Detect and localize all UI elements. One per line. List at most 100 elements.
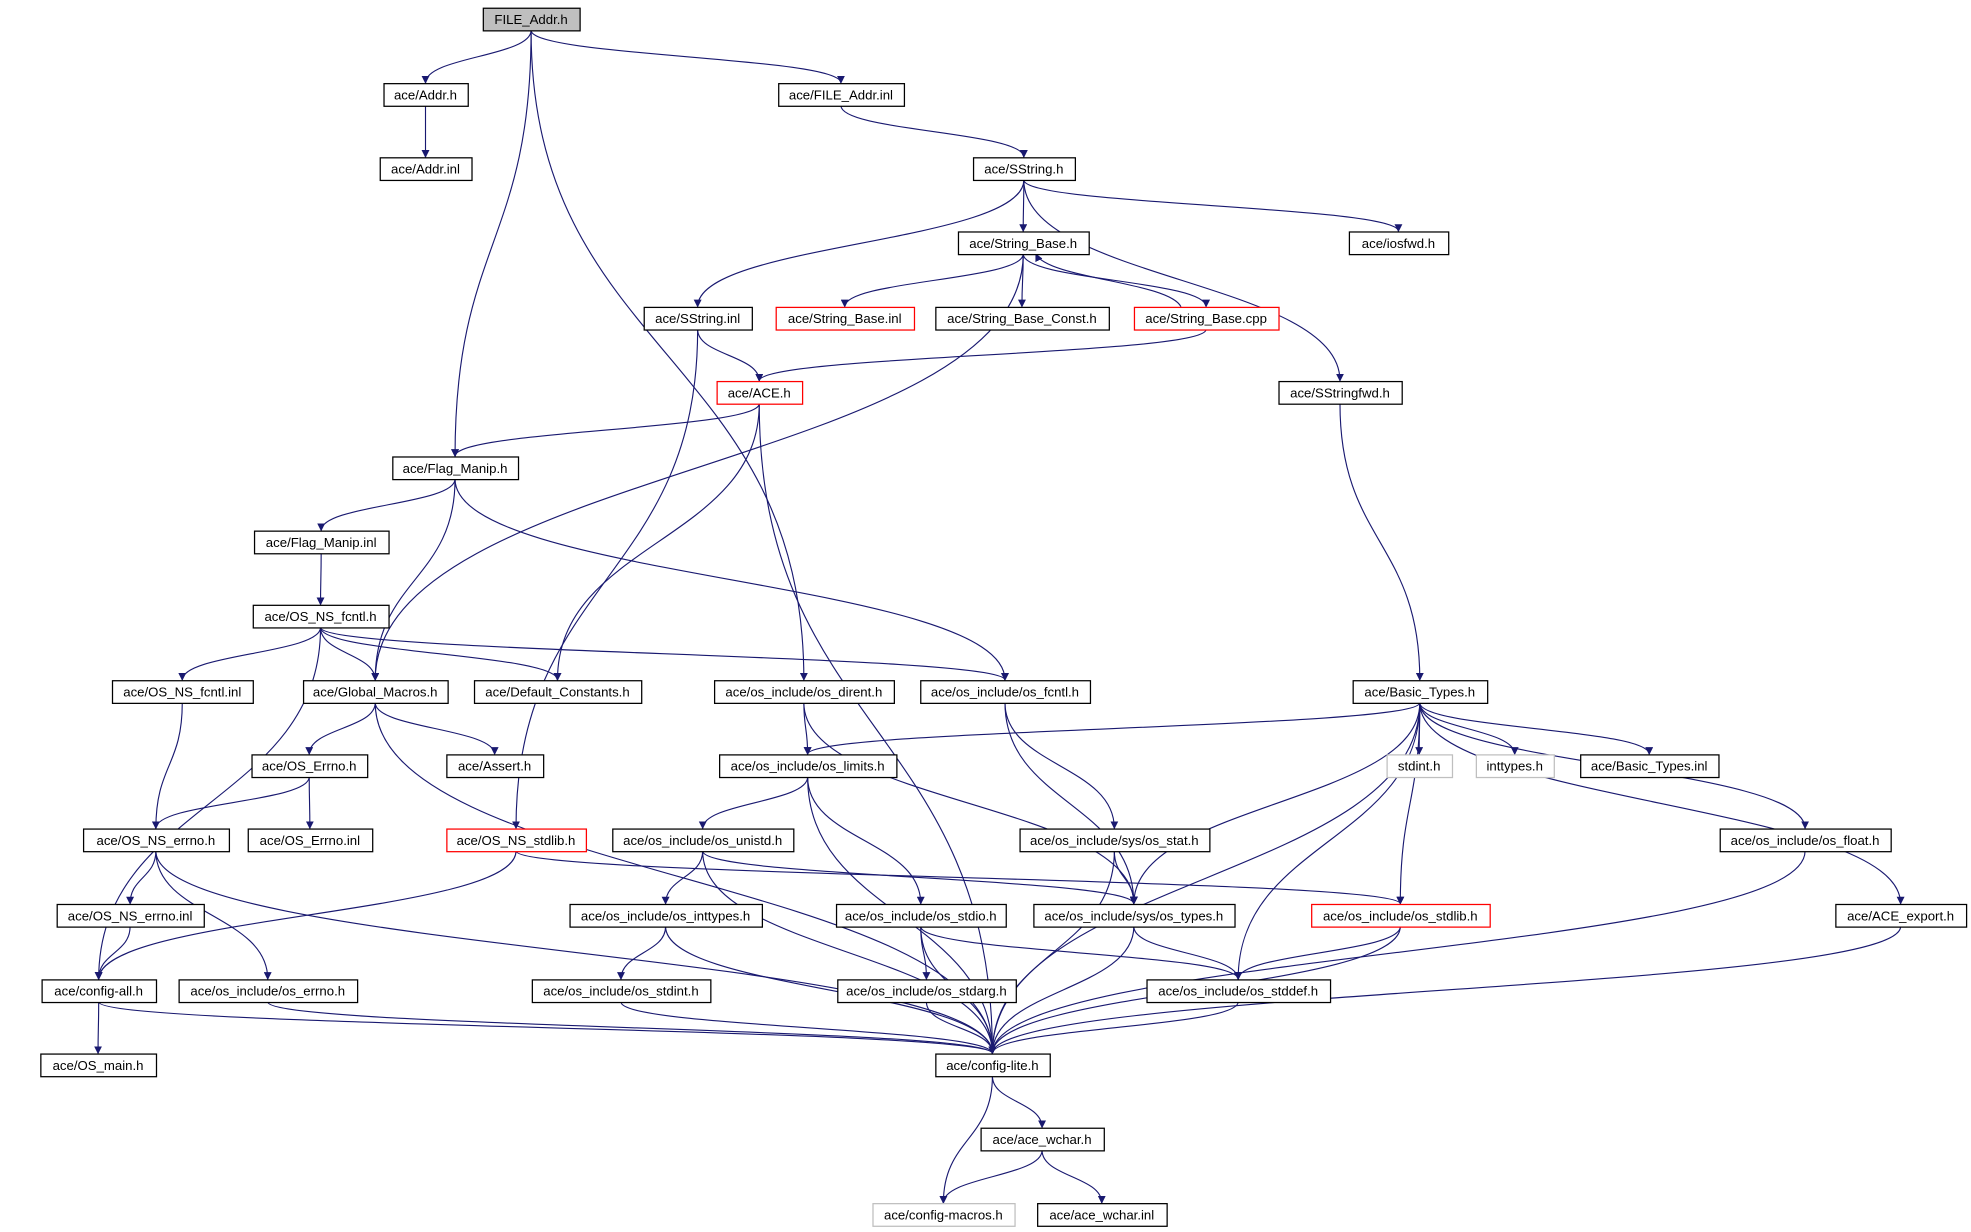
edge-flag_manip_h-to-flag_manip_inl bbox=[317, 478, 456, 532]
node-flag-manip-h[interactable]: ace/Flag_Manip.h bbox=[392, 456, 520, 481]
node-os-stdarg-h[interactable]: ace/os_include/os_stdarg.h bbox=[837, 979, 1017, 1004]
node-os-ns-fcntl-h[interactable]: ace/OS_NS_fcntl.h bbox=[252, 604, 390, 629]
edge-sstring_h-to-iosfwd_h bbox=[1023, 179, 1403, 233]
edge-os_ns_fcntl_h-to-global_macros_h bbox=[319, 627, 380, 681]
node-os-stddef-h[interactable]: ace/os_include/os_stddef.h bbox=[1146, 979, 1332, 1004]
edge-basic_types_h-to-ace_export_h bbox=[1419, 702, 1905, 905]
node-sstring-h[interactable]: ace/SString.h bbox=[972, 157, 1077, 182]
node-box bbox=[1475, 754, 1555, 779]
edge-os_ns_errno_h-to-os_errno_h bbox=[155, 851, 272, 981]
edge-os_stdlib_h-to-os_stddef_h bbox=[1234, 926, 1401, 981]
node-box bbox=[82, 828, 231, 853]
edge-basic_types_h-to-os_stdlib_h bbox=[1396, 702, 1421, 905]
edge-flag_manip_inl-to-os_ns_fcntl_h bbox=[316, 553, 325, 606]
node-box bbox=[531, 979, 712, 1004]
node-label: ace/os_include/sys/os_stat.h bbox=[1030, 833, 1199, 848]
node-sys-os-stat-h[interactable]: ace/os_include/sys/os_stat.h bbox=[1019, 828, 1211, 853]
node-sstringfwd-h[interactable]: ace/SStringfwd.h bbox=[1278, 380, 1403, 405]
node-file-addr-h[interactable]: FILE_Addr.h bbox=[482, 7, 581, 32]
node-inttypes-h: inttypes.h bbox=[1475, 754, 1555, 779]
node-box bbox=[1580, 754, 1720, 779]
edge-config_all_h-to-os_main_h bbox=[94, 1001, 103, 1055]
node-os-ns-fcntl-inl[interactable]: ace/OS_NS_fcntl.inl bbox=[111, 680, 254, 704]
node-box bbox=[379, 157, 473, 182]
node-string-base-inl[interactable]: ace/String_Base.inl bbox=[775, 306, 916, 331]
node-os-errno-h[interactable]: ace/os_include/os_errno.h bbox=[178, 979, 359, 1004]
edge-sstring_h-to-sstring_inl bbox=[693, 179, 1025, 308]
node-ace-h[interactable]: ace/ACE.h bbox=[716, 380, 804, 405]
node-label: ace/Basic_Types.inl bbox=[1591, 759, 1708, 774]
node-os-float-h[interactable]: ace/os_include/os_float.h bbox=[1719, 828, 1892, 853]
node-label: ace/OS_NS_fcntl.h bbox=[264, 609, 376, 624]
node-sstring-inl[interactable]: ace/SString.inl bbox=[643, 306, 753, 331]
node-label: ace/config-all.h bbox=[54, 984, 143, 999]
node-label: ace/OS_main.h bbox=[53, 1058, 144, 1073]
node-os-ns-stdlib-h[interactable]: ace/OS_NS_stdlib.h bbox=[446, 828, 588, 853]
node-config-all-h[interactable]: ace/config-all.h bbox=[41, 979, 158, 1004]
node-box bbox=[775, 306, 916, 331]
node-basic-types-h[interactable]: ace/Basic_Types.h bbox=[1352, 680, 1489, 704]
node-os-inttypes-h[interactable]: ace/os_include/os_inttypes.h bbox=[569, 903, 764, 928]
edge-ace_h-to-default_constants_h bbox=[553, 403, 760, 681]
edge-os_stddef_h-to-config_lite_h bbox=[988, 1001, 1239, 1055]
node-os-unistd-h[interactable]: ace/os_include/os_unistd.h bbox=[612, 828, 795, 853]
node-iosfwd-h[interactable]: ace/iosfwd.h bbox=[1348, 231, 1450, 256]
node-basic-types-inl[interactable]: ace/Basic_Types.inl bbox=[1580, 754, 1720, 779]
node-label: FILE_Addr.h bbox=[494, 12, 567, 27]
node-box bbox=[716, 380, 804, 405]
node-addr-h[interactable]: ace/Addr.h bbox=[383, 83, 469, 107]
node-string-base-const-h[interactable]: ace/String_Base_Const.h bbox=[935, 306, 1110, 331]
edge-string_base_h-to-string_base_cpp bbox=[1022, 253, 1211, 308]
node-ace-wchar-inl[interactable]: ace/ace_wchar.inl bbox=[1037, 1203, 1168, 1227]
node-os-fcntl-h[interactable]: ace/os_include/os_fcntl.h bbox=[920, 680, 1092, 704]
node-ace-export-h[interactable]: ace/ACE_export.h bbox=[1835, 903, 1968, 928]
node-file-addr-inl[interactable]: ace/FILE_Addr.inl bbox=[778, 83, 906, 107]
node-box bbox=[482, 7, 581, 32]
node-label: ace/Basic_Types.h bbox=[1364, 685, 1475, 700]
edge-os_ns_errno_inl-to-config_all_h bbox=[94, 926, 131, 981]
node-os-limits-h[interactable]: ace/os_include/os_limits.h bbox=[719, 754, 898, 779]
node-os-ns-errno-inl[interactable]: ace/OS_NS_errno.inl bbox=[56, 903, 205, 928]
edge-os_ns_stdlib_h-to-config_all_h bbox=[94, 851, 517, 981]
node-flag-manip-inl[interactable]: ace/Flag_Manip.inl bbox=[253, 530, 390, 555]
node-assert-h[interactable]: ace/Assert.h bbox=[446, 754, 545, 779]
node-box bbox=[252, 604, 390, 629]
edge-string_base_h-to-global_macros_h bbox=[371, 253, 1024, 681]
node-label: ace/ACE_export.h bbox=[1847, 908, 1954, 923]
node-os-errno-inl[interactable]: ace/OS_Errno.inl bbox=[247, 828, 374, 853]
node-box bbox=[302, 680, 449, 704]
node-label: inttypes.h bbox=[1486, 759, 1542, 774]
node-os-main-h[interactable]: ace/OS_main.h bbox=[40, 1053, 158, 1078]
edge-os_ns_stdlib_h-to-os_stdlib_h bbox=[515, 850, 1405, 905]
node-label: ace/os_include/os_errno.h bbox=[190, 984, 345, 999]
node-default-constants-h[interactable]: ace/Default_Constants.h bbox=[473, 680, 643, 704]
node-config-lite-h[interactable]: ace/config-lite.h bbox=[935, 1053, 1051, 1078]
node-label: ace/SString.inl bbox=[655, 311, 740, 326]
node-os-stdio-h[interactable]: ace/os_include/os_stdio.h bbox=[835, 903, 1007, 928]
edge-os_limits_h-to-os_stdio_h bbox=[807, 776, 925, 905]
edge-os_errno_h-to-config_lite_h bbox=[267, 1001, 997, 1055]
node-sys-os-types-h[interactable]: ace/os_include/sys/os_types.h bbox=[1033, 903, 1236, 928]
node-box bbox=[392, 456, 520, 481]
node-box bbox=[713, 680, 895, 704]
node-os-stdint-h[interactable]: ace/os_include/os_stdint.h bbox=[531, 979, 712, 1004]
node-addr-inl[interactable]: ace/Addr.inl bbox=[379, 157, 473, 182]
node-global-macros-h[interactable]: ace/Global_Macros.h bbox=[302, 680, 449, 704]
node-label: ace/SString.h bbox=[984, 162, 1063, 177]
node-box bbox=[980, 1127, 1105, 1152]
node-os-errno-h-ace[interactable]: ace/OS_Errno.h bbox=[251, 754, 369, 779]
node-string-base-h[interactable]: ace/String_Base.h bbox=[957, 231, 1090, 256]
edge-sstringfwd_h-to-basic_types_h bbox=[1339, 403, 1424, 681]
node-string-base-cpp[interactable]: ace/String_Base.cpp bbox=[1133, 306, 1280, 331]
node-box bbox=[1133, 306, 1280, 331]
edge-sstring_inl-to-os_ns_stdlib_h bbox=[512, 329, 699, 830]
node-ace-wchar-h[interactable]: ace/ace_wchar.h bbox=[980, 1127, 1105, 1152]
node-os-dirent-h[interactable]: ace/os_include/os_dirent.h bbox=[713, 680, 895, 704]
node-label: ace/os_include/os_unistd.h bbox=[623, 833, 782, 848]
node-os-ns-errno-h[interactable]: ace/OS_NS_errno.h bbox=[82, 828, 231, 853]
node-box bbox=[253, 530, 390, 555]
node-box bbox=[920, 680, 1092, 704]
node-os-stdlib-h[interactable]: ace/os_include/os_stdlib.h bbox=[1311, 903, 1491, 928]
node-box bbox=[643, 306, 753, 331]
node-label: ace/os_include/os_dirent.h bbox=[725, 685, 882, 700]
